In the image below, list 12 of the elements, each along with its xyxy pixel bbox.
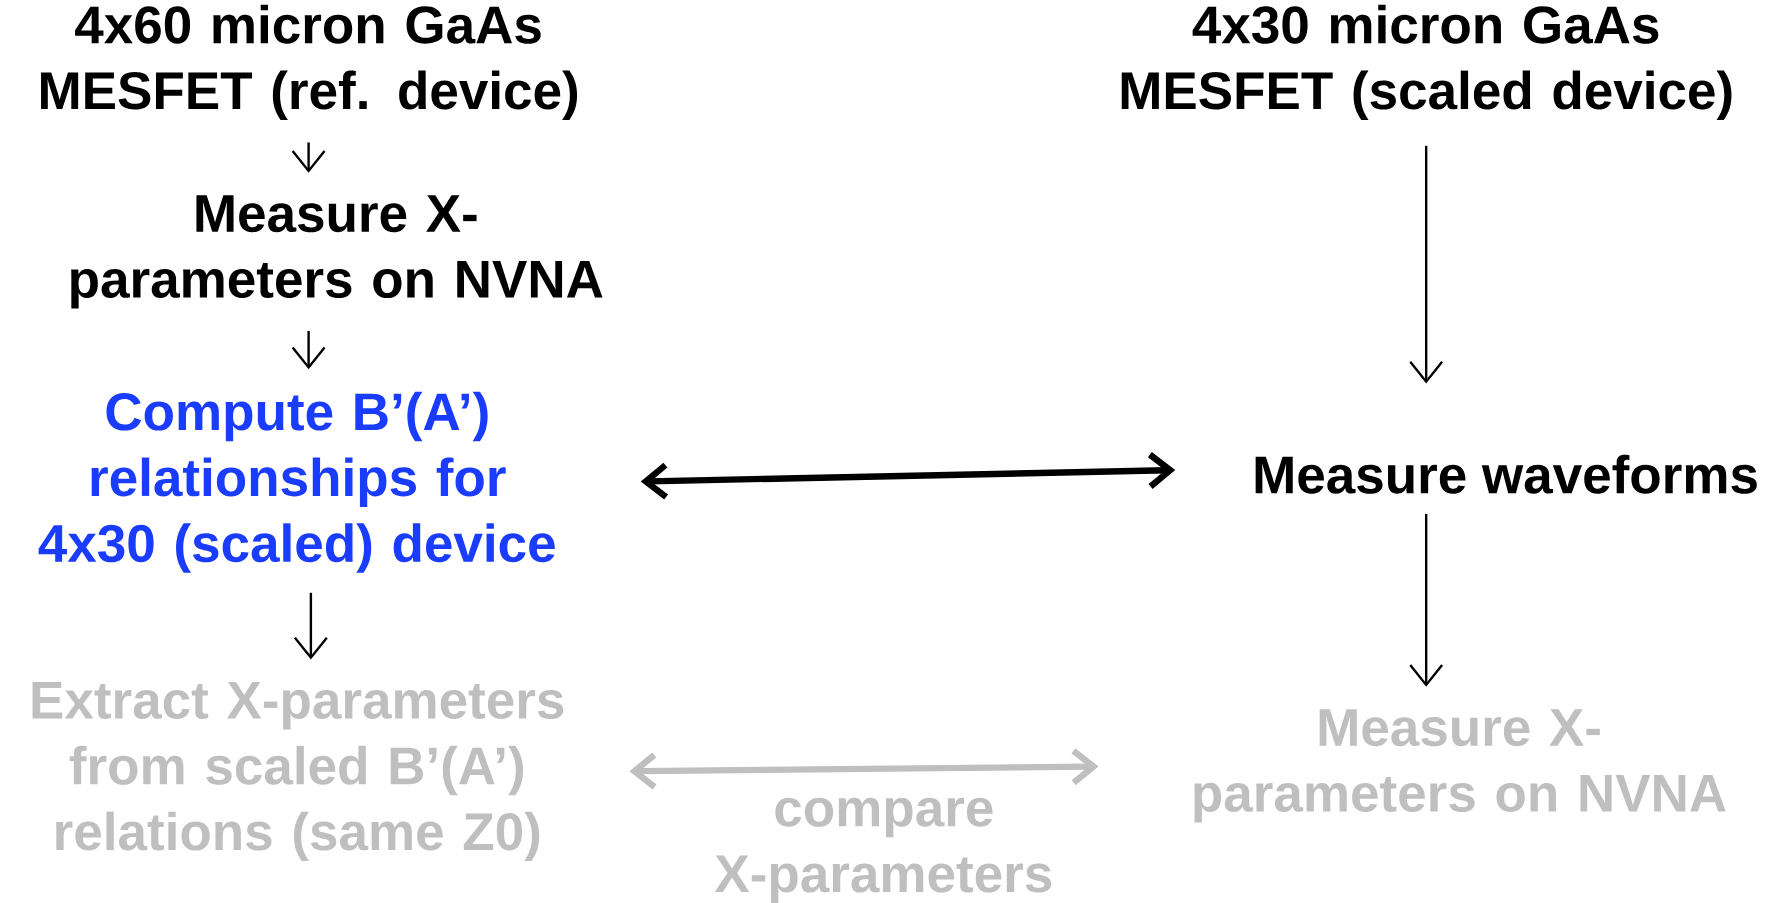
double-arrow: [629, 748, 1099, 790]
step-text: 4x60 micron GaAs MESFET (ref. device): [41, 4, 578, 120]
edge-label: compare X-parameters: [714, 797, 1052, 903]
step-text: Extract X-parameters from scaled B’(A’) relations (same Z0): [32, 681, 564, 861]
step-text: 4x30 micron GaAs MESFET (scaled device): [1121, 4, 1732, 120]
step-text: Measure X-parameters on NVNA: [71, 195, 603, 309]
step-text: Compute B’(A’) relationships for 4x30 (scaled) device: [38, 391, 555, 573]
arrow: [1409, 513, 1444, 687]
step-text: Measure waveforms: [1255, 454, 1757, 494]
arrow: [1409, 145, 1444, 384]
double-arrow: [640, 452, 1176, 500]
step-text: Measure X-parameters on NVNA: [1194, 709, 1726, 823]
